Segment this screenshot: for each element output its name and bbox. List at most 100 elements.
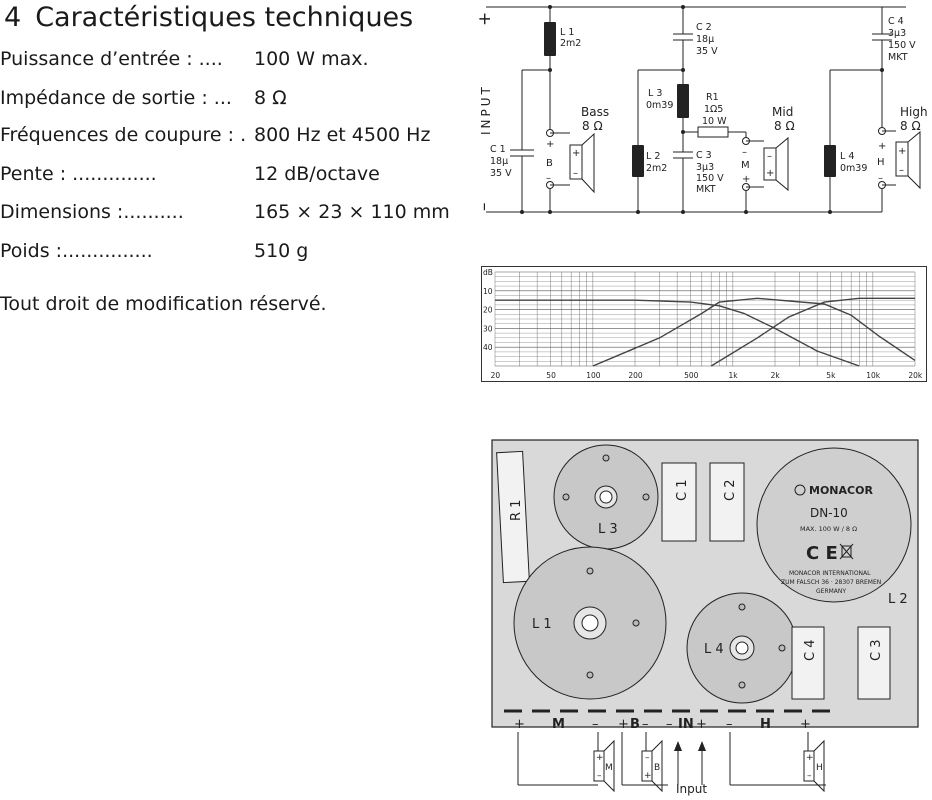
term-m-minus: –	[592, 717, 599, 732]
high-impedance: 8 Ω	[900, 119, 921, 133]
spec-label: Pente : ..............	[0, 163, 157, 185]
high-minus: –	[878, 173, 883, 184]
x-tick-label: 10k	[866, 371, 881, 380]
bass-letter: B	[546, 158, 553, 169]
c1-label: C 1	[675, 480, 690, 501]
brand-name: MONACOR	[809, 484, 873, 497]
c2-name: C 2	[696, 22, 712, 33]
bass-cone-minus: –	[573, 168, 578, 179]
capacitor-c1: C 1	[661, 462, 697, 542]
input-label: Input	[676, 782, 707, 796]
inductor-l3: L 3	[553, 444, 659, 550]
bass-cone-plus: +	[572, 148, 580, 159]
spec-row-weight: Poids :............... 510 g	[0, 240, 462, 270]
term-b: B	[630, 717, 640, 732]
weee-bin-icon	[839, 543, 854, 560]
l2-value: 2m2	[646, 163, 667, 174]
y-tick-label: 20	[483, 306, 493, 315]
spk-b-minus: –	[645, 753, 650, 763]
spk-m-minus: –	[597, 771, 602, 781]
high-cone-minus: –	[899, 165, 904, 176]
response-curve-3	[710, 297, 915, 367]
spk-h-plus: +	[806, 753, 814, 763]
bass-label: Bass	[581, 105, 609, 119]
term-m-plus: +	[514, 717, 525, 732]
r1-power: 10 W	[702, 116, 727, 127]
spec-row-power: Puissance d’entrée : .... 100 W max.	[0, 48, 462, 78]
term-b-minus: –	[642, 717, 649, 732]
spec-value: 8 Ω	[254, 87, 287, 109]
inductor-l1: L 1	[513, 546, 667, 700]
capacitor-c4: C 4	[791, 626, 825, 700]
term-h-plus: +	[800, 717, 811, 732]
c2-voltage: 35 V	[696, 46, 718, 57]
y-axis-label: dB	[483, 268, 493, 277]
spk-m-label: M	[605, 763, 613, 773]
r1-value: 1Ω5	[704, 104, 723, 115]
spec-value: 100 W max.	[254, 48, 369, 70]
capacitor-c2: C 2	[709, 462, 745, 542]
spec-label: Dimensions :..........	[0, 201, 184, 223]
power-rating: MAX. 100 W / 8 Ω	[800, 525, 857, 533]
mid-minus: –	[742, 147, 747, 158]
spec-value: 165 × 23 × 110 mm	[254, 201, 450, 223]
l4-name: L 4	[840, 151, 854, 162]
spec-value: 510 g	[254, 240, 309, 262]
response-curve-1	[495, 299, 860, 367]
term-in: IN	[678, 717, 694, 732]
term-b-plus: +	[618, 717, 629, 732]
c3-label: C 3	[869, 640, 884, 661]
l1-value: 2m2	[560, 38, 581, 49]
spec-label: Fréquences de coupure : .	[0, 124, 247, 146]
spk-h-label: H	[816, 763, 823, 773]
c4-label: C 4	[803, 640, 818, 661]
l2-label: L 2	[888, 592, 908, 607]
term-h: H	[760, 717, 771, 732]
spk-b-label: B	[654, 763, 660, 773]
term-m: M	[552, 717, 565, 732]
mid-cone-minus: –	[767, 151, 772, 162]
l2-name: L 2	[646, 151, 660, 162]
rail-plus-label: +	[475, 12, 495, 26]
chart-frame	[481, 266, 927, 382]
capacitor-c3: C 3	[857, 626, 891, 700]
high-cone-plus: +	[898, 146, 906, 157]
address-line-3: GERMANY	[816, 588, 846, 595]
l3-value: 0m39	[646, 100, 673, 111]
spec-label: Poids :...............	[0, 240, 153, 262]
c4-voltage: 150 V	[888, 40, 916, 51]
input-arrows	[674, 741, 706, 751]
input-label: INPUT	[479, 84, 493, 135]
c4-name: C 4	[888, 16, 904, 27]
mid-letter: M	[741, 160, 750, 171]
c3-voltage: 150 V	[696, 173, 724, 184]
c3-name: C 3	[696, 150, 712, 161]
section-number: 4	[4, 2, 22, 33]
y-tick-label: 40	[483, 343, 493, 352]
c2-label: C 2	[723, 480, 738, 501]
c4-value: 3µ3	[888, 28, 906, 39]
rail-minus-label: –	[474, 203, 494, 212]
x-tick-label: 50	[546, 371, 556, 380]
mid-impedance: 8 Ω	[774, 119, 795, 133]
spec-row-slope: Pente : .............. 12 dB/octave	[0, 163, 462, 193]
x-tick-label: 1k	[728, 371, 738, 380]
high-letter: H	[877, 157, 885, 168]
spec-label: Impédance de sortie : ...	[0, 87, 232, 109]
spec-value: 800 Hz et 4500 Hz	[254, 124, 431, 146]
l4-value: 0m39	[840, 163, 867, 174]
inductor-l1	[544, 22, 556, 56]
x-tick-label: 500	[684, 371, 699, 380]
spec-row-dimensions: Dimensions :.......... 165 × 23 × 110 mm	[0, 201, 462, 231]
c2-value: 18µ	[696, 34, 714, 45]
l3-label: L 3	[598, 522, 618, 537]
l1-label: L 1	[532, 617, 552, 632]
x-tick-label: 5k	[826, 371, 836, 380]
inductor-l4	[824, 145, 836, 177]
c4-type: MKT	[888, 52, 908, 63]
bass-minus: –	[546, 173, 551, 184]
high-label: High	[900, 105, 928, 119]
spec-row-crossover: Fréquences de coupure : . 800 Hz et 4500…	[0, 124, 462, 154]
manufacturer-label: MONACOR DN-10 MAX. 100 W / 8 Ω C E MONAC…	[756, 447, 912, 603]
